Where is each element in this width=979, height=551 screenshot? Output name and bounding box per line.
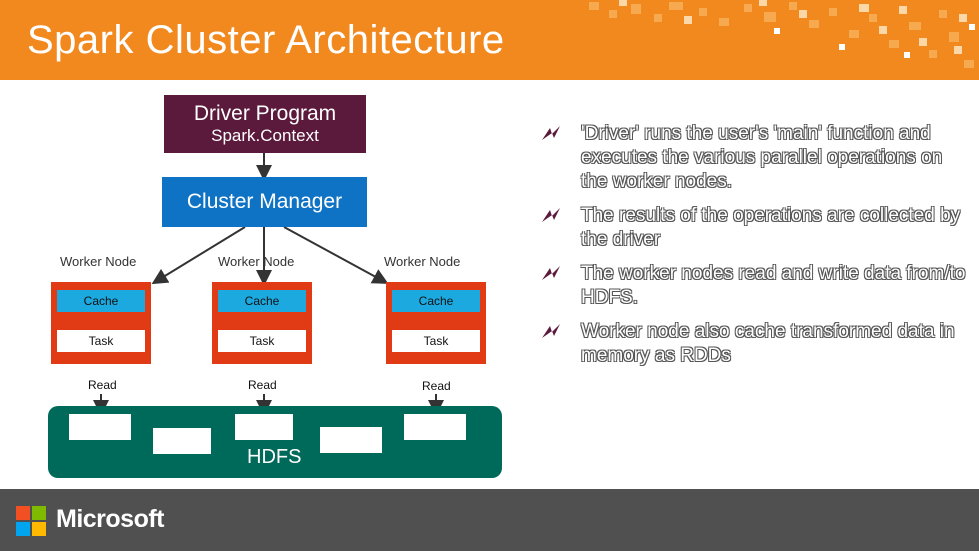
task-box: Task [218, 330, 306, 352]
bullet-item: Worker node also cache transformed data … [540, 320, 970, 368]
worker-node-2: Cache Task [212, 282, 312, 364]
microsoft-logo-icon [16, 506, 46, 536]
driver-program-label: Driver Program [193, 102, 337, 125]
cluster-to-worker-3-line [283, 226, 389, 284]
slide-footer [0, 489, 979, 551]
task-box: Task [392, 330, 480, 352]
cache-box: Cache [218, 290, 306, 312]
hdfs-label: HDFS [247, 446, 302, 468]
cache-box: Cache [392, 290, 480, 312]
worker-node-label-3: Worker Node [384, 254, 461, 269]
hdfs-block [404, 414, 466, 440]
bullet-item: The results of the operations are collec… [540, 204, 970, 252]
hdfs-block [153, 428, 211, 454]
bullet-item: 'Driver' runs the user's 'main' function… [540, 122, 970, 194]
driver-program-box: Driver Program Spark.Context [164, 95, 366, 153]
pixel-pattern-decoration [589, 0, 975, 68]
spark-context-label: Spark.Context [211, 126, 319, 145]
lightning-bullet-icon [542, 266, 560, 280]
microsoft-brand-name: Microsoft [56, 505, 165, 533]
task-box: Task [57, 330, 145, 352]
bullet-item: The worker nodes read and write data fro… [540, 262, 970, 310]
worker-node-label-2: Worker Node [218, 254, 295, 269]
hdfs-block [69, 414, 131, 440]
read-label-2: Read [248, 378, 277, 392]
lightning-bullet-icon [542, 324, 560, 338]
slide-header: Spark Cluster Architecture [0, 0, 979, 80]
hdfs-block [320, 427, 382, 453]
lightning-bullet-icon [542, 208, 560, 222]
cluster-manager-box: Cluster Manager [162, 177, 367, 227]
cache-box: Cache [57, 290, 145, 312]
worker-node-label-1: Worker Node [60, 254, 137, 269]
read-label-1: Read [88, 378, 117, 392]
worker-node-1: Cache Task [51, 282, 151, 364]
read-label-3: Read [422, 379, 451, 393]
slide-title: Spark Cluster Architecture [27, 18, 505, 62]
hdfs-block [235, 414, 293, 440]
lightning-bullet-icon [542, 126, 560, 140]
worker-node-3: Cache Task [386, 282, 486, 364]
cluster-manager-label: Cluster Manager [186, 190, 343, 213]
bullet-list: 'Driver' runs the user's 'main' function… [540, 122, 970, 378]
